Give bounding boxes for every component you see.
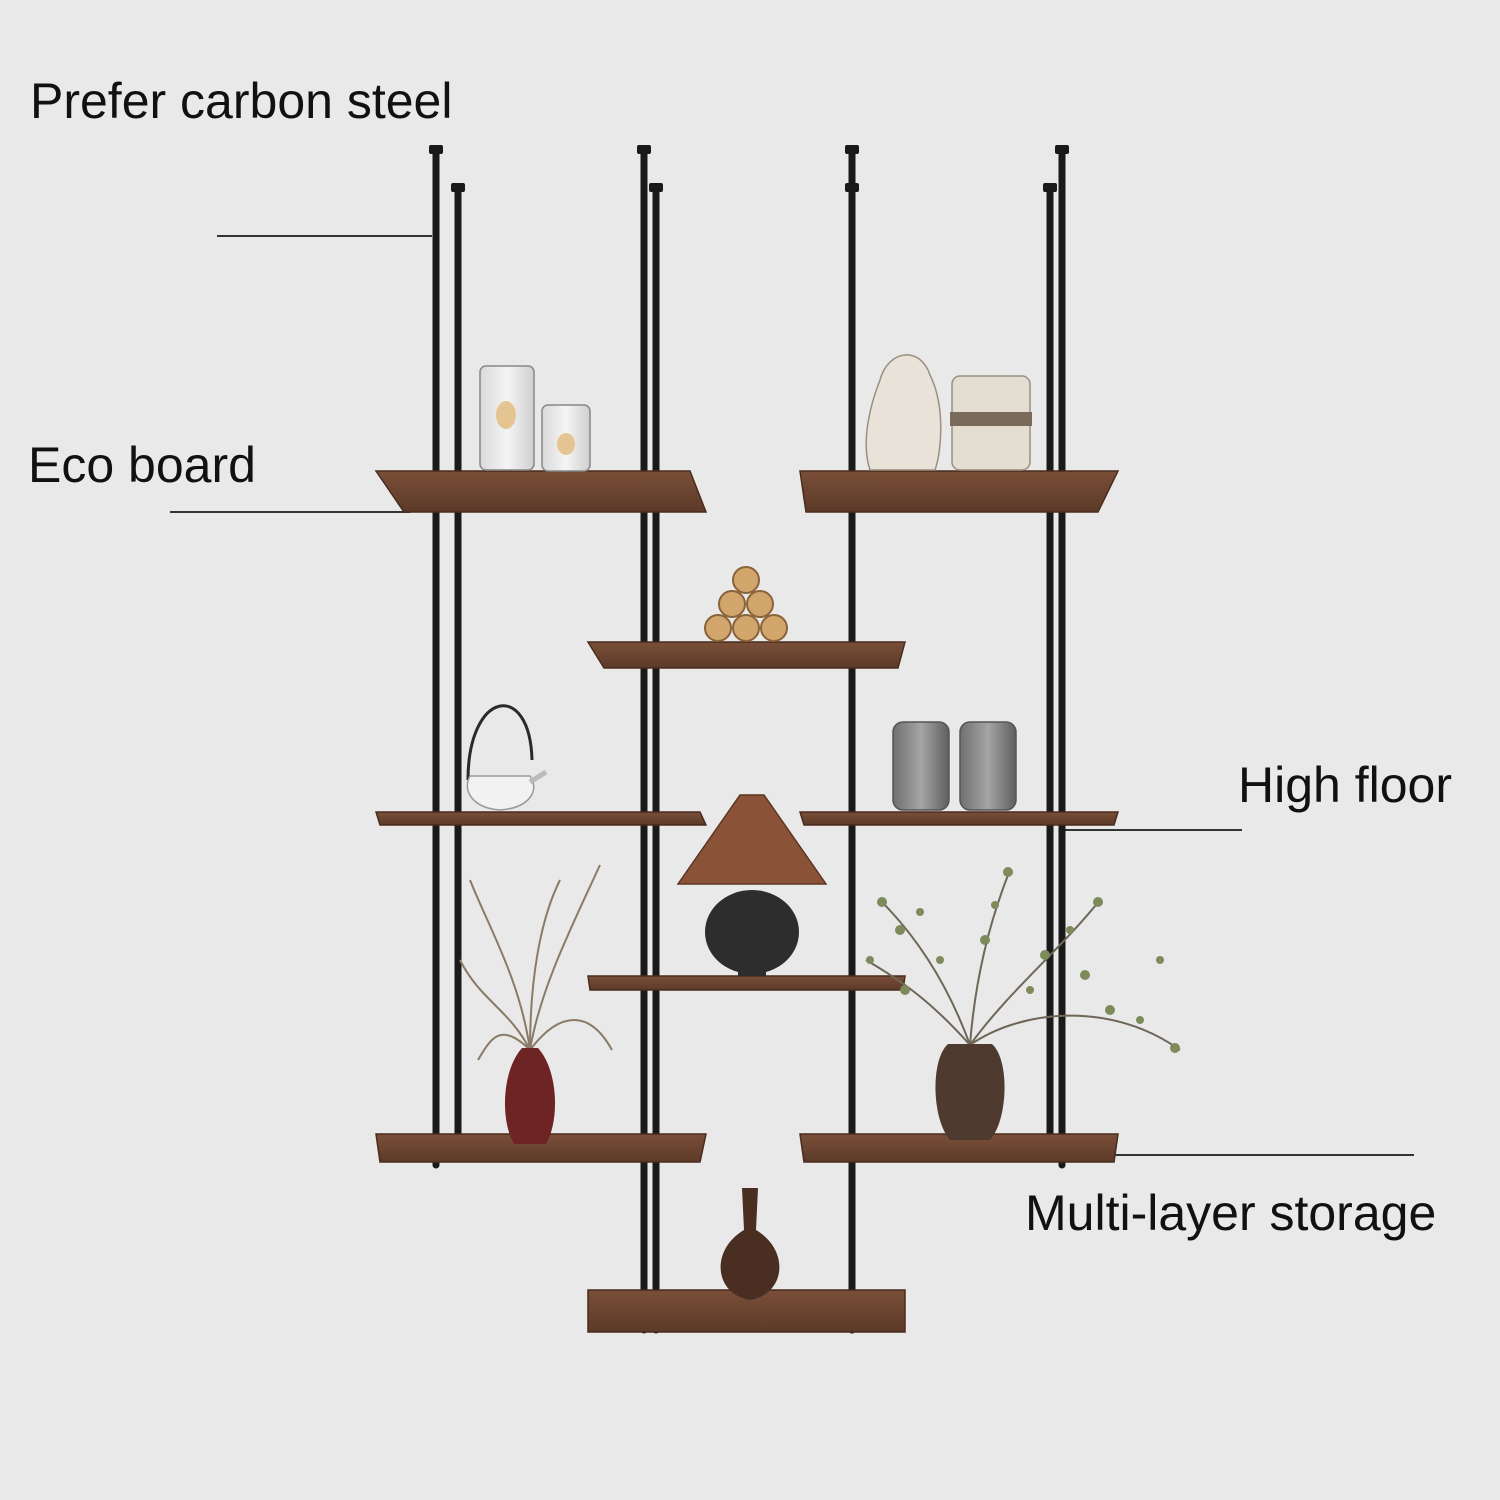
log [732,614,760,642]
pole-cap [845,145,859,154]
log [760,614,788,642]
shelf-right-bottom [799,1133,1119,1163]
canister-band [950,412,1032,426]
shelf-left-bottom [375,1133,707,1163]
tea-tin [959,721,1017,811]
teapot [466,704,548,811]
tea-tins [892,721,1017,811]
pole-cap [1043,183,1057,192]
plant-in-vase [865,867,1181,1140]
tea-tin [892,721,950,811]
log-stack [704,566,788,642]
lamp-shade [676,794,828,885]
log [718,590,746,618]
brown-vase [935,1044,1005,1140]
pole-cap [637,145,651,154]
teapot-spout [528,769,548,785]
log [732,566,760,594]
birch-ornaments [865,354,1032,471]
callout-lines [170,235,1414,1156]
lamp-foot [738,966,766,976]
shelf-left-mid [374,811,708,826]
callout-high-floor: High floor [1238,757,1452,813]
bud-vase [720,1188,780,1300]
birch-stone [865,354,942,471]
log [704,614,732,642]
pole-cap [451,183,465,192]
pole-cap [649,183,663,192]
red-vase [504,1048,556,1144]
pole-cap [845,183,859,192]
teapot-body [466,775,535,811]
shelves [374,470,1120,1333]
dried-grass-vase [459,864,613,1144]
pole-cap [1055,145,1069,154]
pole-caps [429,145,1069,192]
pole-cap [429,145,443,154]
shelf-middle-lower [587,975,906,991]
log [746,590,774,618]
candle-glow [557,433,575,455]
callout-carbon-steel: Prefer carbon steel [30,73,453,129]
candle-glow [496,401,516,429]
shelf-right-mid [798,811,1120,826]
shelf-middle-upper [586,641,906,669]
table-lamp [676,794,828,976]
lamp-base [705,890,799,974]
shelf-top-left [374,470,708,513]
callout-multi-layer-storage: Multi-layer storage [1025,1185,1437,1241]
teapot-handle [466,704,534,781]
shelf-base [587,1289,906,1333]
glass-jars [479,365,591,472]
shelf-top-right [799,470,1120,513]
callout-eco-board: Eco board [28,437,256,493]
